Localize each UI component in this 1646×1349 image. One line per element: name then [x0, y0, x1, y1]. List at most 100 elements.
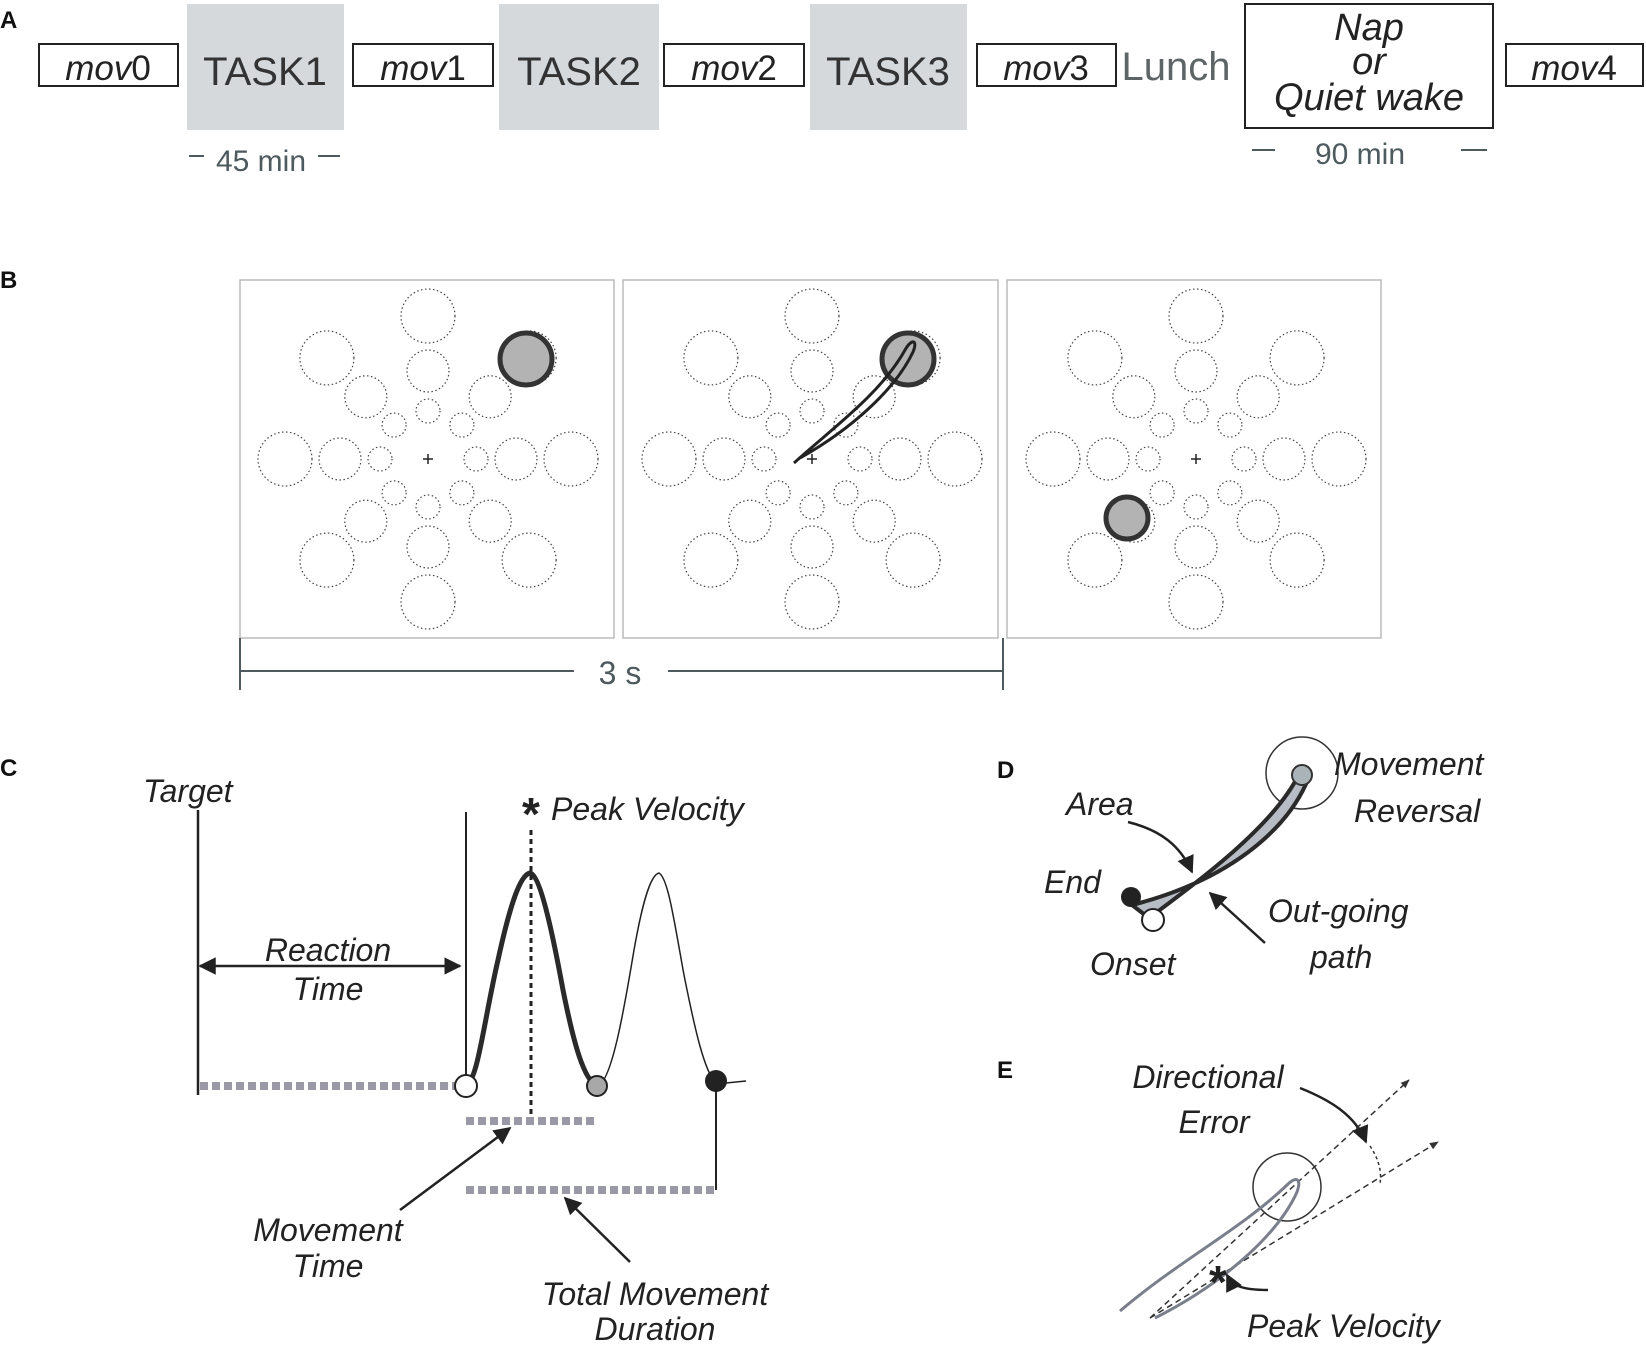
target-circle	[885, 532, 941, 588]
out-going-path-label-1: Out-going	[1268, 893, 1409, 929]
target-circle	[1168, 288, 1224, 344]
total-duration-label-2: Duration	[595, 1311, 716, 1347]
target-circle	[1149, 480, 1175, 506]
target-circle	[543, 431, 599, 487]
target-circle	[1067, 532, 1123, 588]
directional-error-label-1: Directional	[1132, 1059, 1284, 1095]
target-circle	[790, 349, 834, 393]
panel-label-c: C	[0, 755, 17, 782]
target-circle	[833, 480, 859, 506]
target-circle	[1217, 480, 1243, 506]
mov3-italic: mov	[1003, 49, 1072, 88]
target-circle	[790, 525, 834, 569]
target-circle	[1269, 330, 1325, 386]
target-circle	[1236, 499, 1280, 543]
error-peak-asterisk: *	[1209, 1256, 1227, 1308]
mov2-box: mov2	[663, 43, 805, 88]
mov3-number: 3	[1069, 49, 1088, 88]
error-peak-arrow	[1225, 1273, 1269, 1294]
mov1-box: mov1	[352, 43, 494, 88]
target-circle	[1149, 412, 1175, 438]
target-circle	[463, 446, 489, 472]
reversal-point	[1291, 764, 1313, 786]
target-circle	[1168, 574, 1224, 630]
error-angle-arc	[1369, 1145, 1382, 1185]
target-circle	[468, 499, 512, 543]
target-direction-line	[1149, 1079, 1410, 1319]
task3-block	[810, 4, 967, 130]
movement-direction-line	[1149, 1141, 1439, 1319]
movement-time-label-1: Movement	[253, 1212, 404, 1248]
svg-text:mov4: mov4	[1531, 49, 1617, 88]
target-circle	[406, 349, 450, 393]
target-circle	[878, 437, 922, 481]
target-circle	[501, 532, 557, 588]
out-going-path-label-2: path	[1309, 939, 1372, 975]
target-circle	[494, 437, 538, 481]
target-circle	[1086, 437, 1130, 481]
target-circle	[1174, 525, 1218, 569]
target-layout-3	[1025, 288, 1367, 630]
nap-box: Nap or Quiet wake	[1244, 3, 1494, 129]
nap-line-2: or	[1352, 41, 1387, 83]
target-circle	[1311, 431, 1367, 487]
movement-reversal-label-2: Reversal	[1354, 793, 1481, 829]
end-marker	[705, 1070, 727, 1092]
target-layout-1	[257, 288, 599, 630]
target-circle	[406, 525, 450, 569]
task1-label: TASK1	[203, 50, 327, 94]
target-circle	[415, 494, 441, 520]
target-circle	[784, 574, 840, 630]
target-circle	[927, 431, 983, 487]
trial-duration-scale	[239, 638, 1004, 690]
movement-time-arrow	[399, 1126, 512, 1212]
target-circle	[400, 288, 456, 344]
target-circle	[318, 437, 362, 481]
svg-text:mov3: mov3	[1003, 49, 1089, 88]
area-arrow	[1127, 820, 1194, 874]
target-circle	[765, 412, 791, 438]
target-circle	[344, 375, 388, 419]
task3-label: TASK3	[826, 50, 950, 94]
target-circle	[1262, 437, 1306, 481]
movement-time-label-2: Time	[293, 1248, 364, 1284]
target-circle	[299, 330, 355, 386]
trial-duration-label: 3 s	[599, 655, 642, 691]
target-circle	[1174, 349, 1218, 393]
panel-label-e: E	[997, 1057, 1013, 1084]
onset-label: Onset	[1090, 946, 1176, 982]
target-circle	[1231, 446, 1257, 472]
target-circle	[799, 494, 825, 520]
target-circle	[1217, 412, 1243, 438]
error-target-circle	[1252, 1152, 1322, 1222]
task2-label: TASK2	[517, 50, 641, 94]
mov1-italic: mov	[380, 49, 449, 88]
trial-frame-1	[239, 279, 615, 639]
directional-error-arrow	[1299, 1086, 1369, 1144]
target-circle	[833, 412, 859, 438]
velocity-trace-return	[597, 872, 717, 1087]
fixation-cross	[1191, 454, 1201, 464]
target-circle	[468, 375, 512, 419]
mov1-number: 1	[446, 49, 465, 88]
target-circle	[641, 431, 697, 487]
target-circle	[1067, 330, 1123, 386]
svg-text:mov1: mov1	[380, 49, 466, 88]
target-circle	[1269, 532, 1325, 588]
target-layout-2	[641, 288, 983, 630]
onset-point	[1141, 908, 1165, 932]
onset-marker	[454, 1074, 478, 1098]
active-target-3	[1103, 494, 1151, 542]
peak-velocity-asterisk: *	[522, 788, 540, 840]
mov4-number: 4	[1597, 49, 1616, 88]
panel-label-a: A	[0, 7, 17, 34]
peak-velocity-label: Peak Velocity	[551, 791, 746, 827]
target-circle	[1236, 375, 1280, 419]
panel-label-d: D	[997, 757, 1014, 784]
error-trajectory	[1119, 1178, 1301, 1320]
target-circle	[784, 288, 840, 344]
total-duration-arrow	[563, 1196, 631, 1263]
total-duration-label-1: Total Movement	[542, 1276, 770, 1312]
lunch-label: Lunch	[1122, 45, 1231, 89]
